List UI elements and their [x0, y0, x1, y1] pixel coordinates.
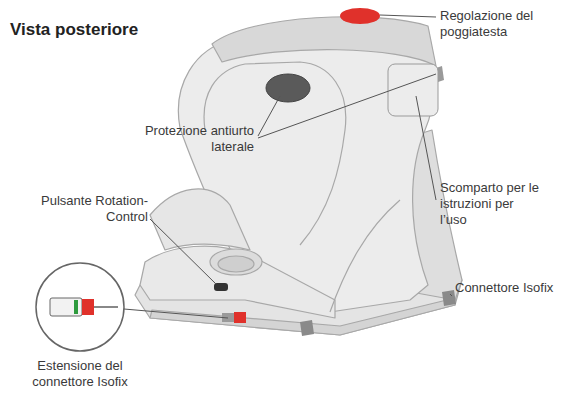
zoom-housing — [50, 298, 82, 316]
isofix-extension-red — [234, 312, 246, 323]
headrest-knob — [340, 8, 380, 24]
zoom-circle — [36, 263, 124, 351]
leader-lines — [124, 15, 452, 318]
zoom-green-marker — [74, 300, 78, 314]
zoom-rod — [94, 306, 118, 308]
isofix-connector — [300, 320, 314, 336]
part-label: Scomparto per le istruzioni per l’uso — [440, 180, 542, 228]
part-label: Connettore Isofix — [455, 280, 567, 296]
zoom-red-part — [82, 299, 94, 315]
side-impact-pad — [266, 74, 310, 102]
part-label: Regolazione del poggiatesta — [440, 8, 565, 40]
title: Vista posteriore — [10, 20, 138, 40]
rotation-button — [214, 283, 228, 291]
part-label: Pulsante Rotation- Control — [28, 193, 148, 225]
isofix-connector — [442, 290, 456, 306]
manual-compartment — [388, 64, 438, 116]
seat-body — [135, 17, 462, 335]
zoom-label: Estensione del connettore Isofix — [15, 358, 145, 390]
part-label: Protezione antiurto laterale — [124, 123, 254, 155]
